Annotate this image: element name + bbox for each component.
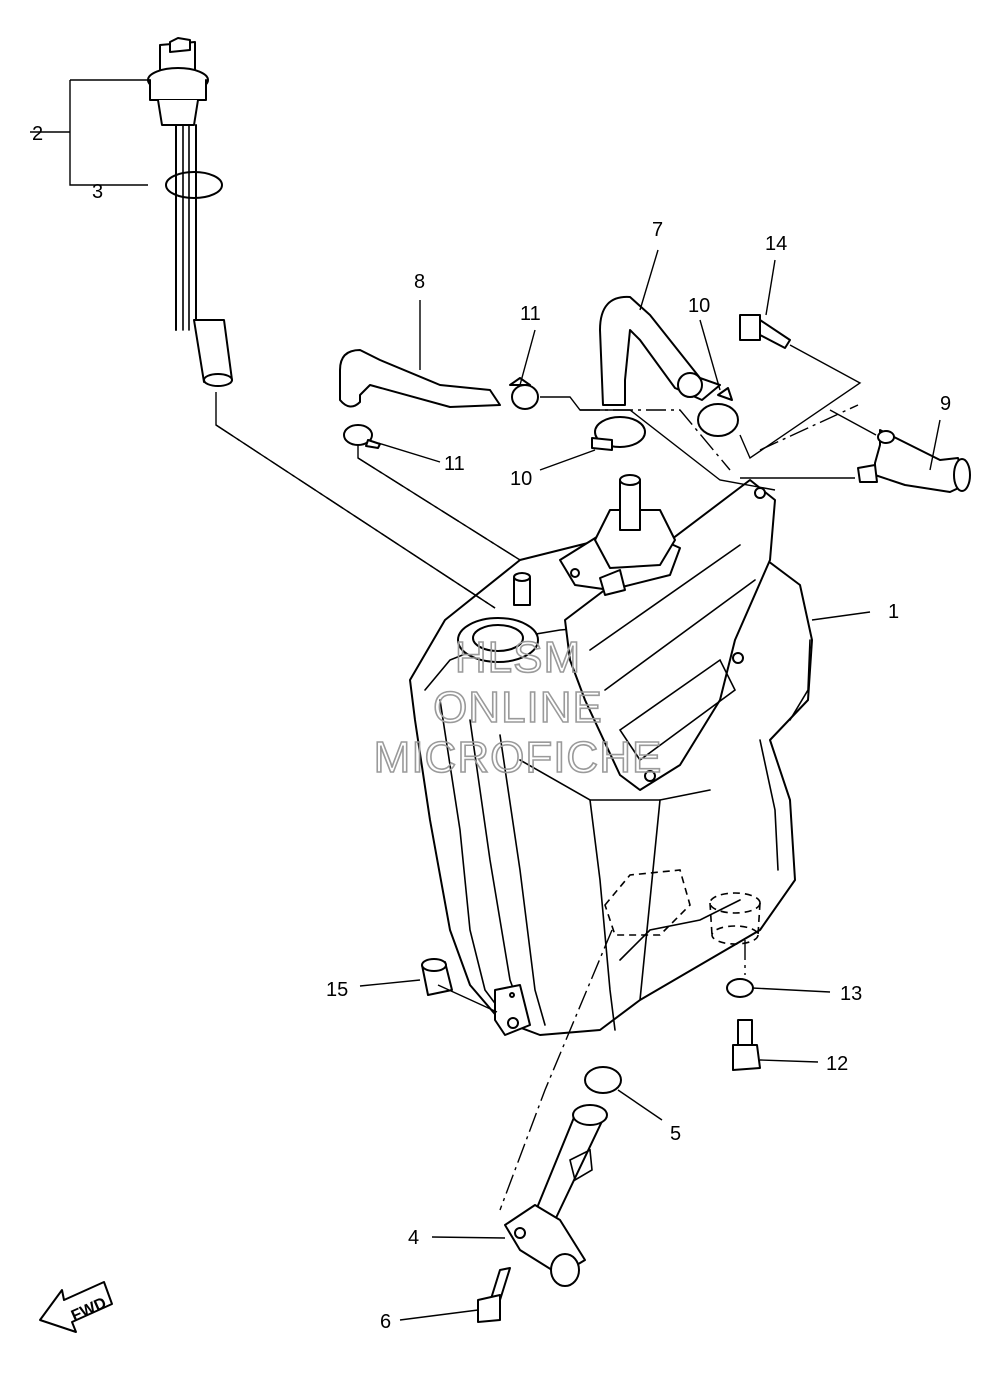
callout-7: 7 [652,219,663,241]
strainer-4 [504,1104,608,1287]
hose-clamp-10a [591,416,646,451]
washer-13 [726,978,754,998]
collar-15 [421,958,453,996]
callout-2: 2 [32,123,43,145]
callout-3: 3 [92,181,103,203]
callout-4: 4 [408,1227,419,1249]
callouts: 1 2 3 4 5 6 7 8 9 10 10 11 11 12 13 14 1… [32,123,951,1333]
oil-tank [409,474,813,1036]
bolt-12 [732,1019,761,1071]
bolt-14 [739,314,791,349]
callout-10a: 10 [688,295,710,317]
callout-12: 12 [826,1053,848,1075]
callout-13: 13 [840,983,862,1005]
callout-11a: 11 [520,303,541,325]
leader-lines [30,79,941,1321]
callout-5: 5 [670,1123,681,1145]
oil-level-gauge [147,37,233,387]
fwd-arrow-icon: FWD [39,1281,113,1333]
callout-8: 8 [414,271,425,293]
hose-clamp-11a [509,377,539,410]
hose-clamp-11b [343,424,381,449]
o-ring-5 [584,1066,622,1094]
hose-clamp-10b [697,387,739,437]
callout-6: 6 [380,1311,391,1333]
callout-15: 15 [326,979,348,1001]
callout-1: 1 [888,601,899,623]
hose-8 [339,349,501,408]
callout-10b: 10 [510,468,532,490]
callout-14: 14 [765,233,787,255]
watermark-line-3: MICROFICHE [374,733,663,782]
o-ring-3 [165,171,223,199]
bolt-6 [477,1267,511,1323]
callout-11b: 11 [444,453,465,475]
watermark-line-1: HLSM [455,633,581,682]
joint-9 [857,429,971,493]
callout-9: 9 [940,393,951,415]
watermark: HLSM ONLINE MICROFICHE [373,632,663,783]
watermark-line-2: ONLINE [433,683,603,732]
